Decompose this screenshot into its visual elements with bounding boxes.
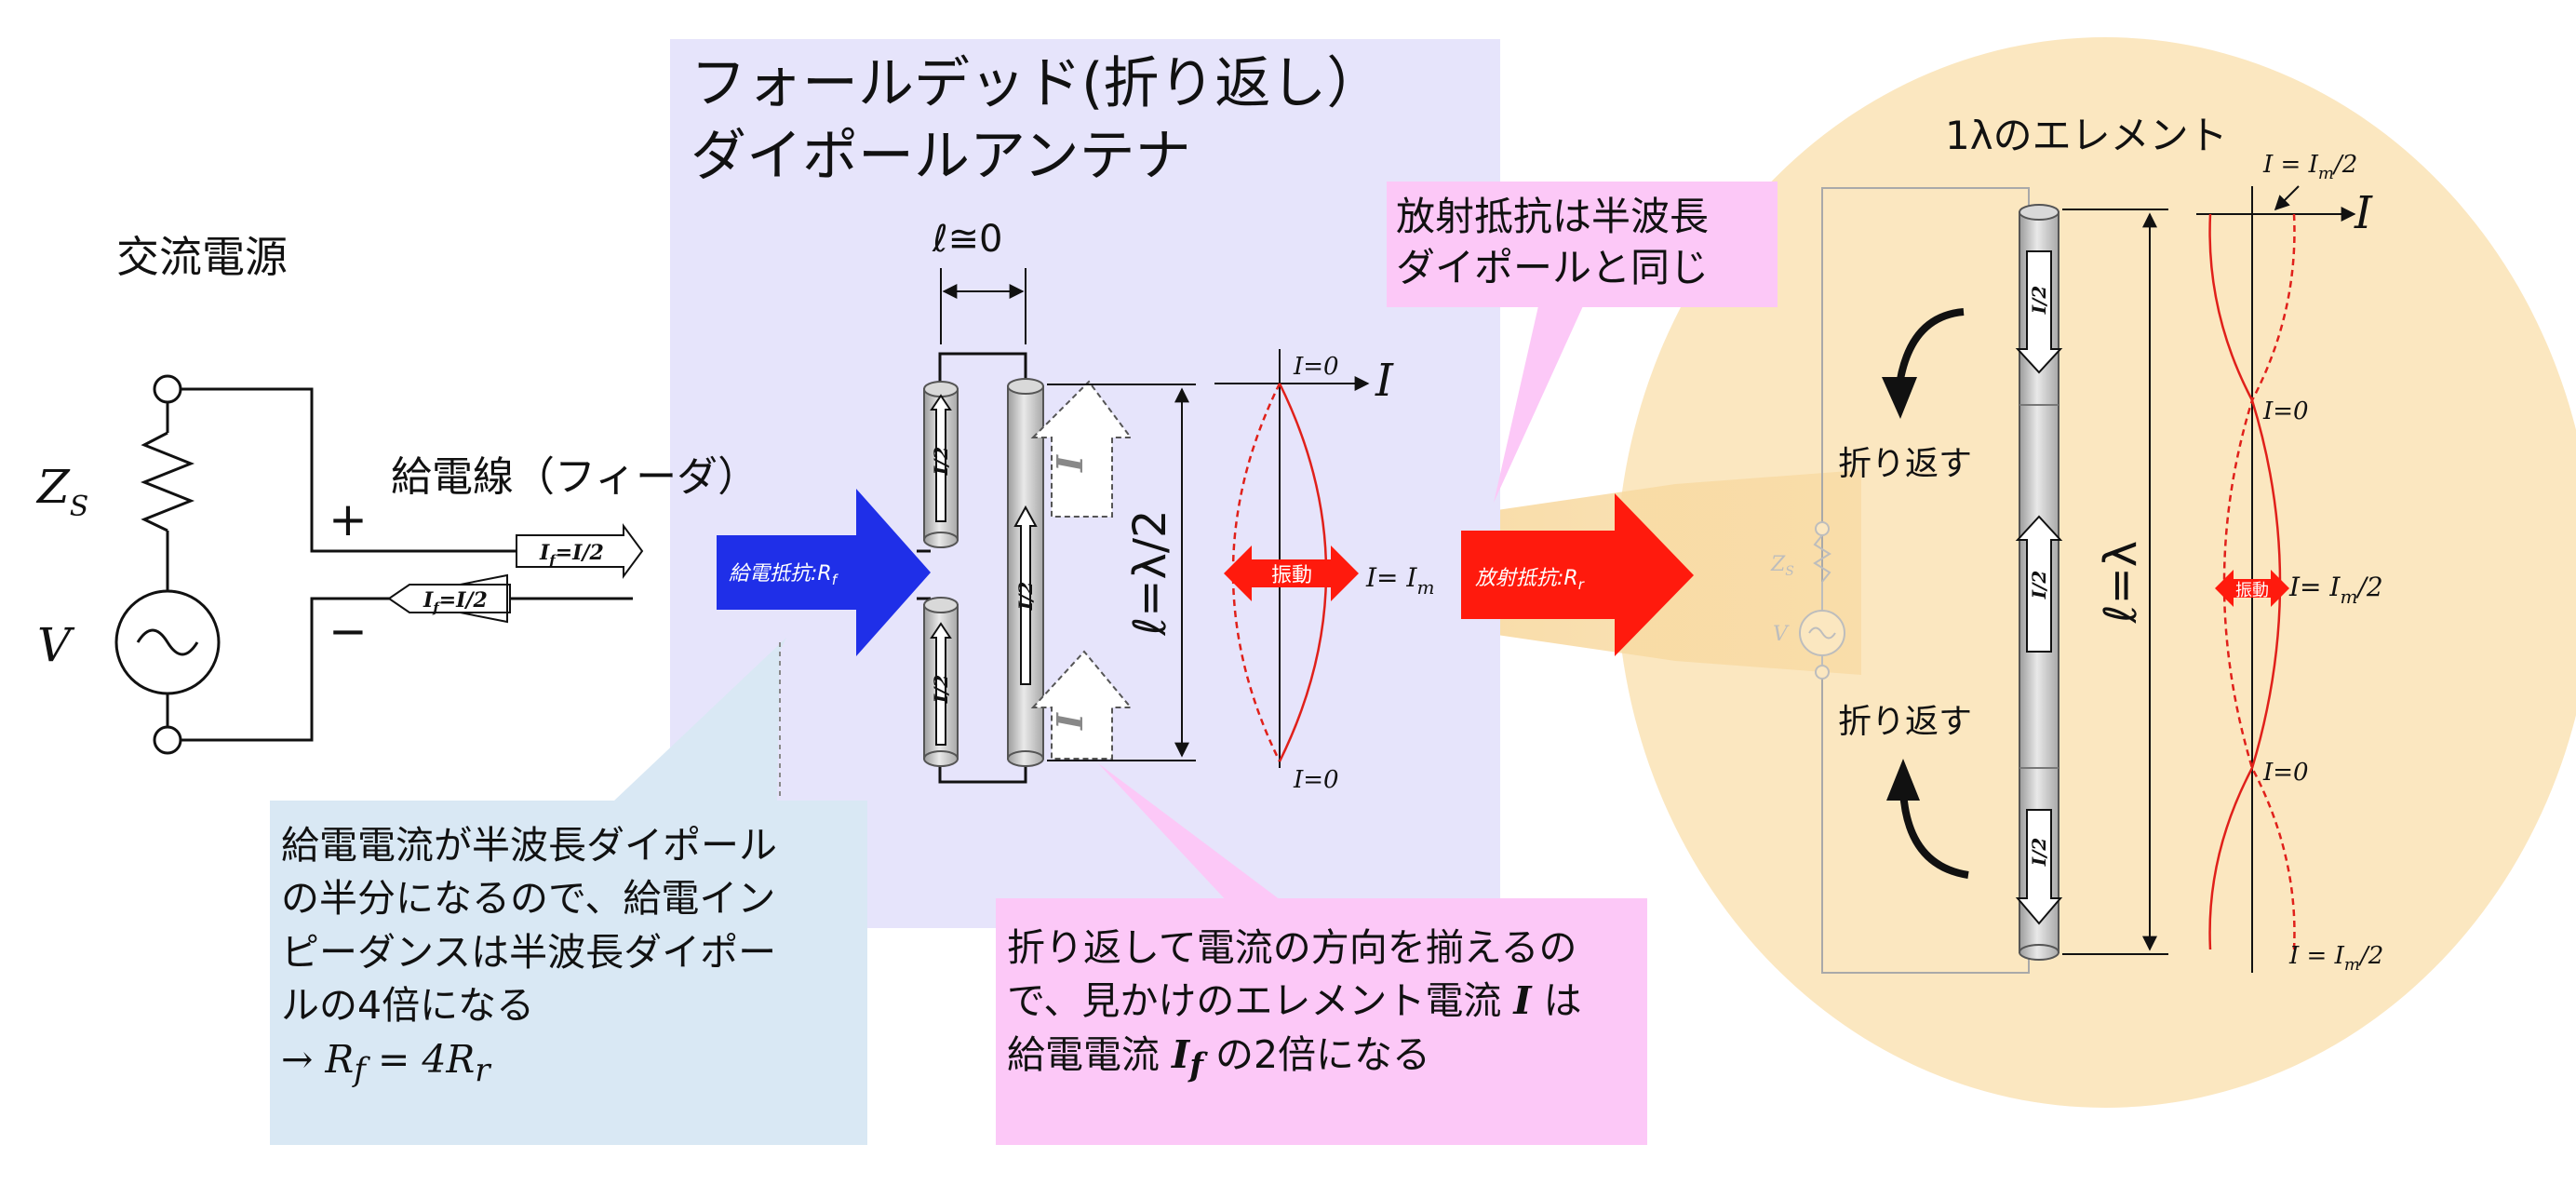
apparent-current-top: I bbox=[1049, 454, 1091, 473]
feed-callout-line4: ルの4倍になる bbox=[281, 983, 535, 1029]
one-lambda-i-zero2: I=0 bbox=[2262, 759, 2309, 787]
gap-label: ℓ≅0 bbox=[932, 218, 1003, 261]
panel-title-line2: ダイポールアンテナ bbox=[691, 124, 1191, 189]
radiation-callout-line2: ダイポールと同じ bbox=[1396, 245, 1710, 291]
direction-callout: 折り返して電流の方向を揃えるの で、見かけのエレメント電流 I は 給電電流 I… bbox=[1007, 922, 1582, 1089]
one-lambda-zs: ZS bbox=[1770, 553, 1794, 579]
feed-callout-line1: 給電電流が半波長ダイポール bbox=[281, 823, 777, 868]
feeder-current-bottom: If=I/2 bbox=[423, 588, 488, 616]
direction-callout-line3: 給電電流 If の2倍になる bbox=[1007, 1031, 1431, 1084]
one-lambda-v: V bbox=[1773, 623, 1790, 646]
i-zero-top: I=0 bbox=[1293, 353, 1339, 381]
full-wave-length-label: ℓ=λ bbox=[2095, 541, 2147, 624]
feed-resistance-label: 給電抵抗:Rf bbox=[729, 562, 839, 588]
direction-callout-box bbox=[996, 898, 1647, 1145]
one-lambda-i-mid: I= Im/2 bbox=[2288, 572, 2383, 608]
plus-sign: + bbox=[329, 492, 368, 546]
one-lambda-oscillation-label: 振動 bbox=[2235, 581, 2269, 600]
resistor-zs bbox=[140, 431, 195, 532]
element-current-left-lower: I/2 bbox=[930, 675, 952, 705]
oscillation-arrow bbox=[1224, 545, 1359, 601]
one-lambda-i-zero1: I=0 bbox=[2262, 397, 2309, 425]
fold-label-bottom: 折り返す bbox=[1838, 703, 1972, 741]
one-lambda-current-mid: I/2 bbox=[2028, 571, 2050, 600]
v-symbol: V bbox=[37, 618, 75, 672]
element-current-left-upper: I/2 bbox=[930, 447, 952, 477]
panel-title-line1: フォールデッド(折り返し） bbox=[691, 51, 1382, 116]
feed-callout-formula: → Rf = 4Rr bbox=[281, 1036, 490, 1089]
one-lambda-current-top: I/2 bbox=[2028, 286, 2050, 316]
radiation-resistance-label: 放射抵抗:Rr bbox=[1475, 567, 1585, 593]
i-max-label: I= Im bbox=[1365, 562, 1434, 599]
feed-callout-line3: ピーダンスは半波長ダイポー bbox=[281, 929, 777, 975]
feeder-label: 給電線（フィーダ） bbox=[391, 453, 758, 501]
element-current-right: I/2 bbox=[1014, 582, 1037, 612]
feeder-current-top: If=I/2 bbox=[539, 541, 604, 569]
radiation-callout: 放射抵抗は半波長 ダイポールと同じ bbox=[1396, 191, 1709, 294]
fold-arrow-top bbox=[1895, 308, 1965, 392]
direction-callout-line2: で、見かけのエレメント電流 I は bbox=[1007, 978, 1582, 1024]
fold-label-top: 折り返す bbox=[1838, 445, 1972, 483]
zs-symbol: ZS bbox=[35, 460, 88, 523]
oscillation-label: 振動 bbox=[1271, 564, 1312, 587]
apparent-current-arrows bbox=[1030, 380, 1134, 760]
half-wave-length-label: ℓ=λ/2 bbox=[1124, 509, 1176, 636]
fold-arrow-bottom bbox=[1899, 790, 1969, 879]
apparent-current-bottom: I bbox=[1049, 712, 1091, 731]
feeder-current-arrow-top bbox=[516, 522, 644, 580]
one-lambda-i-top: I = Im/2 bbox=[2262, 151, 2357, 183]
i-axis-label: I bbox=[1375, 355, 1394, 407]
one-lambda-element bbox=[2015, 204, 2063, 961]
one-lambda-title: 1λのエレメント bbox=[1945, 113, 2228, 158]
one-lambda-oscillation-arrow bbox=[2215, 570, 2289, 607]
i-zero-bottom: I=0 bbox=[1293, 766, 1339, 794]
radiation-resistance-arrow bbox=[1461, 493, 1694, 656]
feed-callout-line2: の半分になるので、給電イン bbox=[281, 876, 776, 922]
radiation-callout-box bbox=[1387, 182, 1778, 307]
folded-dipole bbox=[917, 352, 1044, 784]
one-lambda-i-axis: I bbox=[2354, 187, 2373, 239]
one-lambda-faint-source bbox=[1799, 521, 1845, 680]
minus-sign: − bbox=[329, 604, 368, 658]
one-lambda-current-bottom: I/2 bbox=[2028, 838, 2050, 868]
one-lambda-i-bottom: I = Im/2 bbox=[2288, 942, 2383, 975]
radiation-callout-line1: 放射抵抗は半波長 bbox=[1396, 194, 1710, 239]
one-lambda-circle bbox=[1617, 37, 2576, 1108]
feed-callout-box bbox=[270, 801, 867, 1145]
direction-callout-line1: 折り返して電流の方向を揃えるの bbox=[1007, 925, 1577, 970]
feed-resistance-arrow bbox=[717, 489, 931, 656]
ac-source-label: 交流電源 bbox=[116, 232, 288, 282]
feed-callout: 給電電流が半波長ダイポール の半分になるので、給電イン ピーダンスは半波長ダイポ… bbox=[281, 819, 777, 1094]
